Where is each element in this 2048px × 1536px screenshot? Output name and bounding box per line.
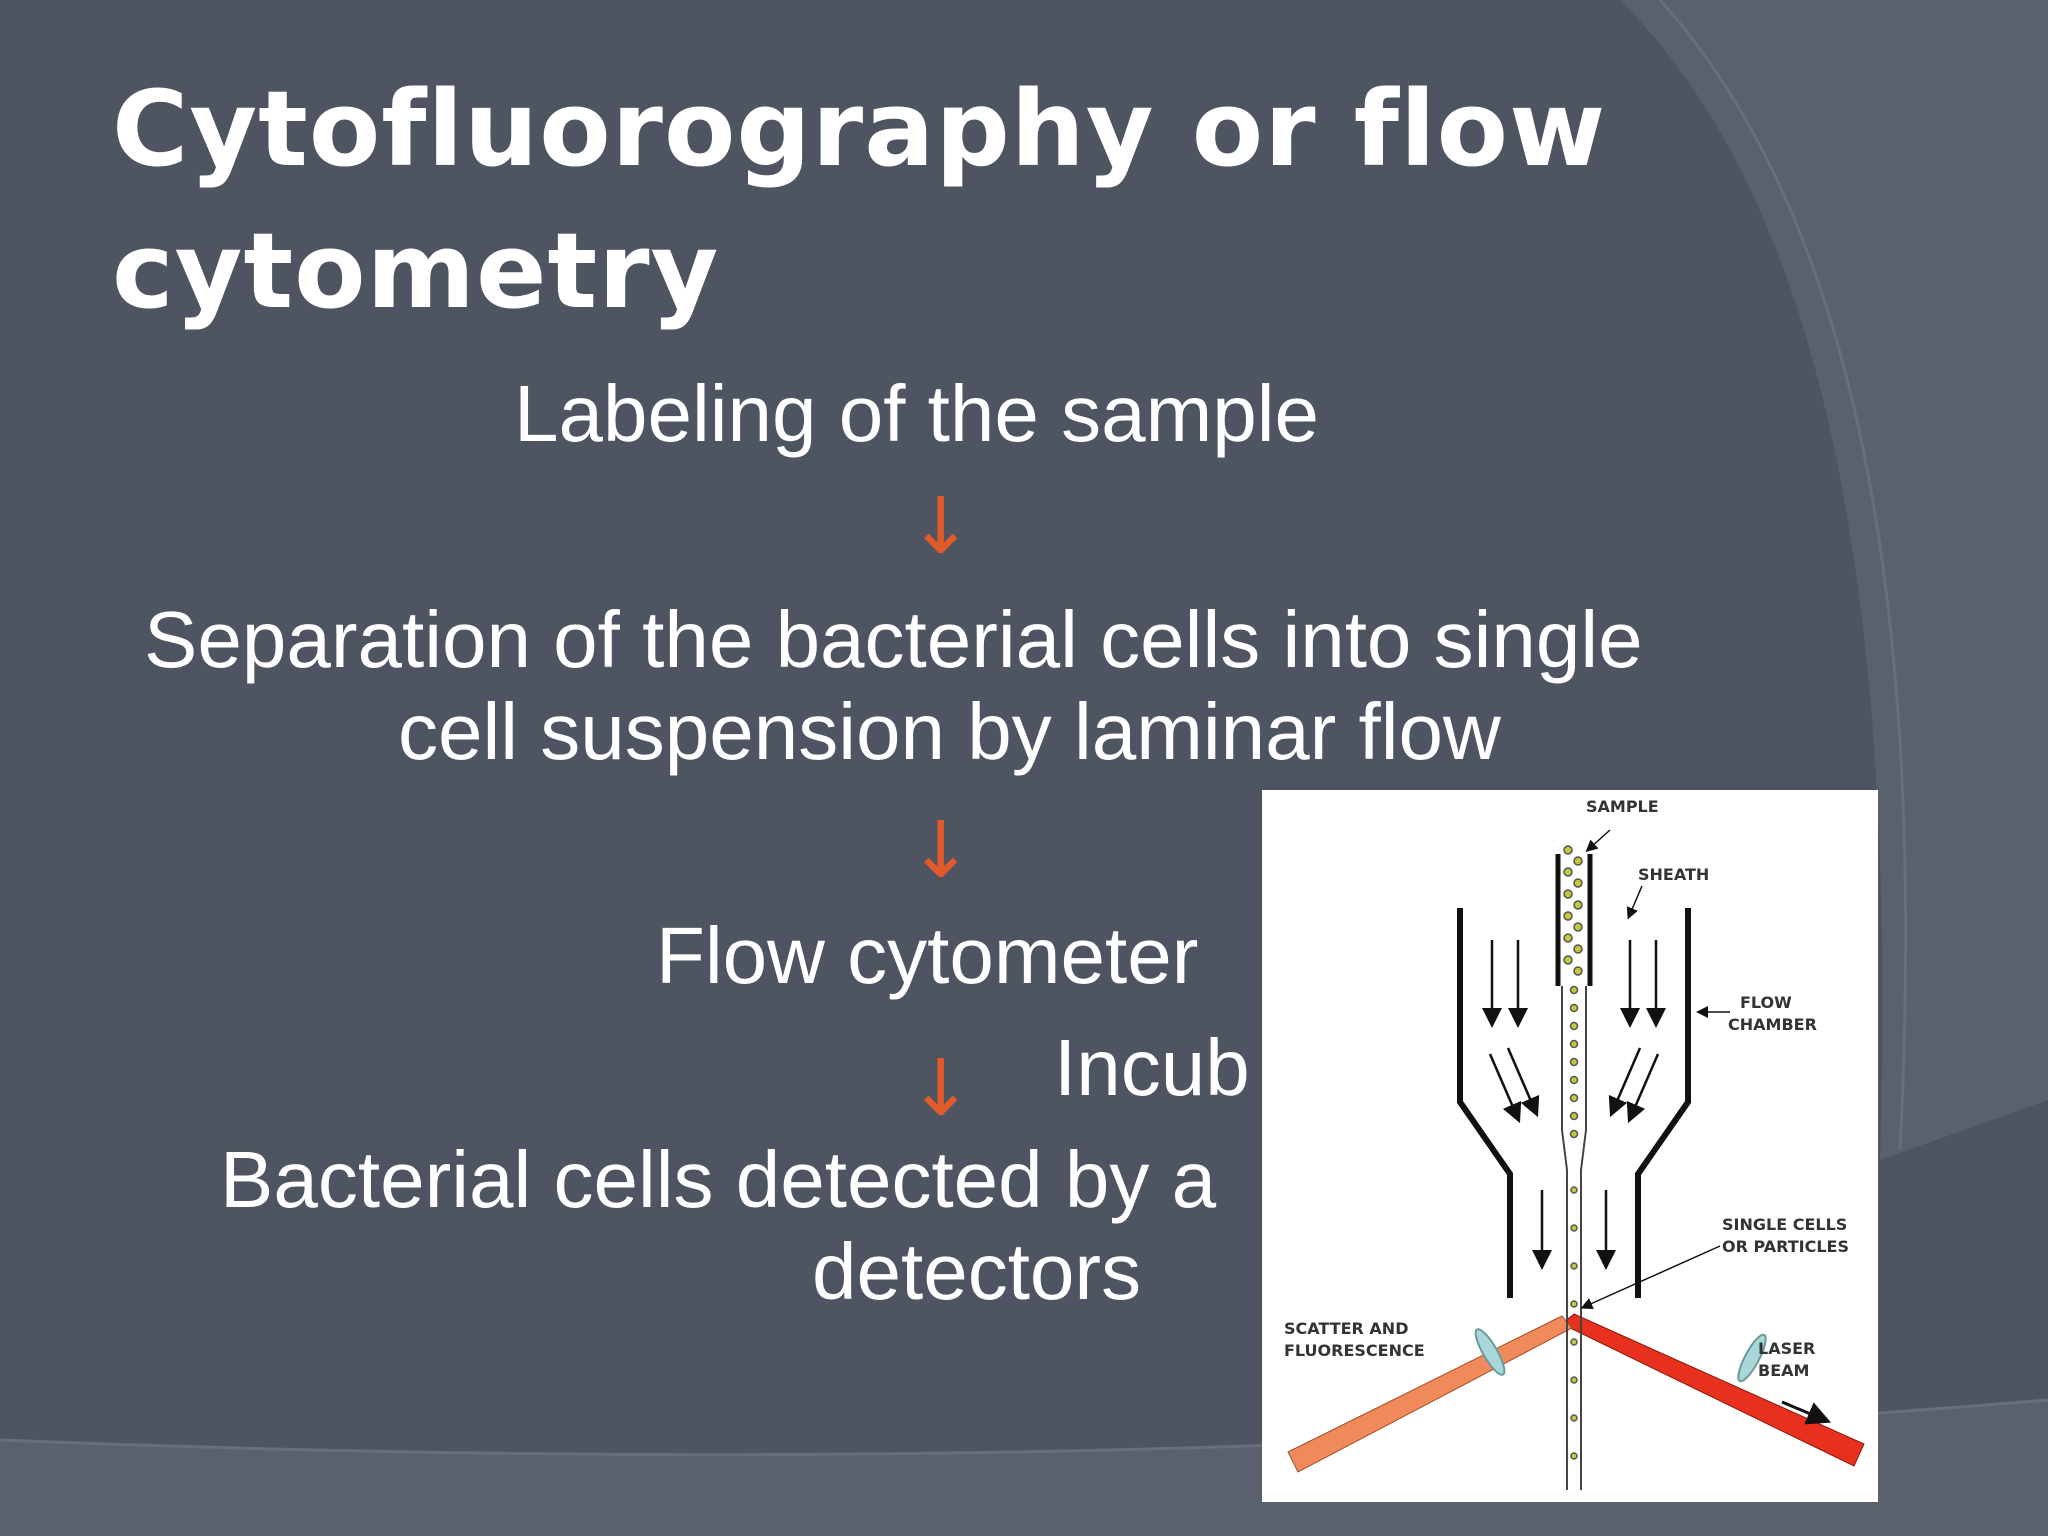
- cell-icon: [1570, 1300, 1578, 1308]
- cell-icon: [1569, 985, 1579, 995]
- down-arrow-icon: ↓: [908, 1044, 974, 1134]
- down-arrow-icon: ↓: [908, 482, 974, 572]
- cell-icon: [1570, 1376, 1578, 1384]
- label-laser-2: BEAM: [1758, 1361, 1809, 1380]
- cell-icon: [1563, 933, 1573, 943]
- cell-icon: [1569, 1111, 1579, 1121]
- flow-chamber-illustration: SAMPLE SHEATH FLOW CHAMBER SINGLE CELLS …: [1284, 797, 1865, 1490]
- step-detection: Bacterial cells detected by a detectors: [220, 1134, 1320, 1318]
- cell-icon: [1570, 1186, 1578, 1194]
- label-flow-chamber-2: CHAMBER: [1728, 1015, 1817, 1034]
- step-detection-line-1: Bacterial cells detected by a: [220, 1135, 1217, 1224]
- cell-icon: [1563, 845, 1573, 855]
- cell-icon: [1569, 1093, 1579, 1103]
- cell-icon: [1569, 1003, 1579, 1013]
- step-labeling: Labeling of the sample: [514, 369, 1319, 458]
- cell-icon: [1570, 1452, 1578, 1460]
- cell-icon: [1569, 1075, 1579, 1085]
- label-sheath: SHEATH: [1638, 865, 1709, 884]
- flow-cytometer-diagram: SAMPLE SHEATH FLOW CHAMBER SINGLE CELLS …: [1262, 790, 1878, 1502]
- label-single-cells-2: OR PARTICLES: [1722, 1237, 1849, 1256]
- label-scatter-2: FLUORESCENCE: [1284, 1341, 1425, 1360]
- cell-icon: [1563, 889, 1573, 899]
- scatter-beam: [1287, 1315, 1573, 1473]
- title-line-1: Cytofluorography or flow: [112, 68, 1607, 190]
- step-separation-line-1: Separation of the bacterial cells into s…: [144, 595, 1643, 684]
- cell-stream: [1563, 845, 1583, 1460]
- cell-icon: [1573, 856, 1583, 866]
- label-laser-1: LASER: [1758, 1339, 1815, 1358]
- laser-beam: [1561, 1313, 1865, 1467]
- cell-icon: [1570, 1224, 1578, 1232]
- cell-icon: [1569, 1129, 1579, 1139]
- label-flow-chamber-1: FLOW: [1740, 993, 1792, 1012]
- step-separation: Separation of the bacterial cells into s…: [144, 594, 1744, 778]
- cell-icon: [1570, 1414, 1578, 1422]
- step-flow-cytometer: Flow cytometer: [656, 911, 1199, 1000]
- cell-icon: [1569, 1039, 1579, 1049]
- step-separation-line-2: cell suspension by laminar flow: [398, 687, 1501, 776]
- cell-icon: [1569, 1021, 1579, 1031]
- cell-icon: [1569, 1057, 1579, 1067]
- cell-icon: [1573, 900, 1583, 910]
- lens-icon: [1474, 1328, 1506, 1376]
- cell-icon: [1573, 922, 1583, 932]
- step-incubation: Incub: [1054, 1023, 1250, 1112]
- cell-icon: [1570, 1262, 1578, 1270]
- label-single-cells-1: SINGLE CELLS: [1722, 1215, 1847, 1234]
- label-scatter-1: SCATTER AND: [1284, 1319, 1408, 1338]
- cell-icon: [1573, 944, 1583, 954]
- cell-icon: [1573, 878, 1583, 888]
- cell-icon: [1570, 1338, 1578, 1346]
- title-line-2: cytometry: [112, 210, 720, 332]
- lens-icon: [1737, 1333, 1767, 1383]
- slide-title: Cytofluorography or flow cytometry: [112, 58, 1612, 342]
- step-detection-line-2: detectors: [812, 1227, 1142, 1316]
- down-arrow-icon: ↓: [908, 806, 974, 896]
- label-sample: SAMPLE: [1586, 797, 1659, 816]
- cell-icon: [1563, 911, 1573, 921]
- cell-icon: [1573, 966, 1583, 976]
- cell-icon: [1563, 867, 1573, 877]
- cell-icon: [1563, 955, 1573, 965]
